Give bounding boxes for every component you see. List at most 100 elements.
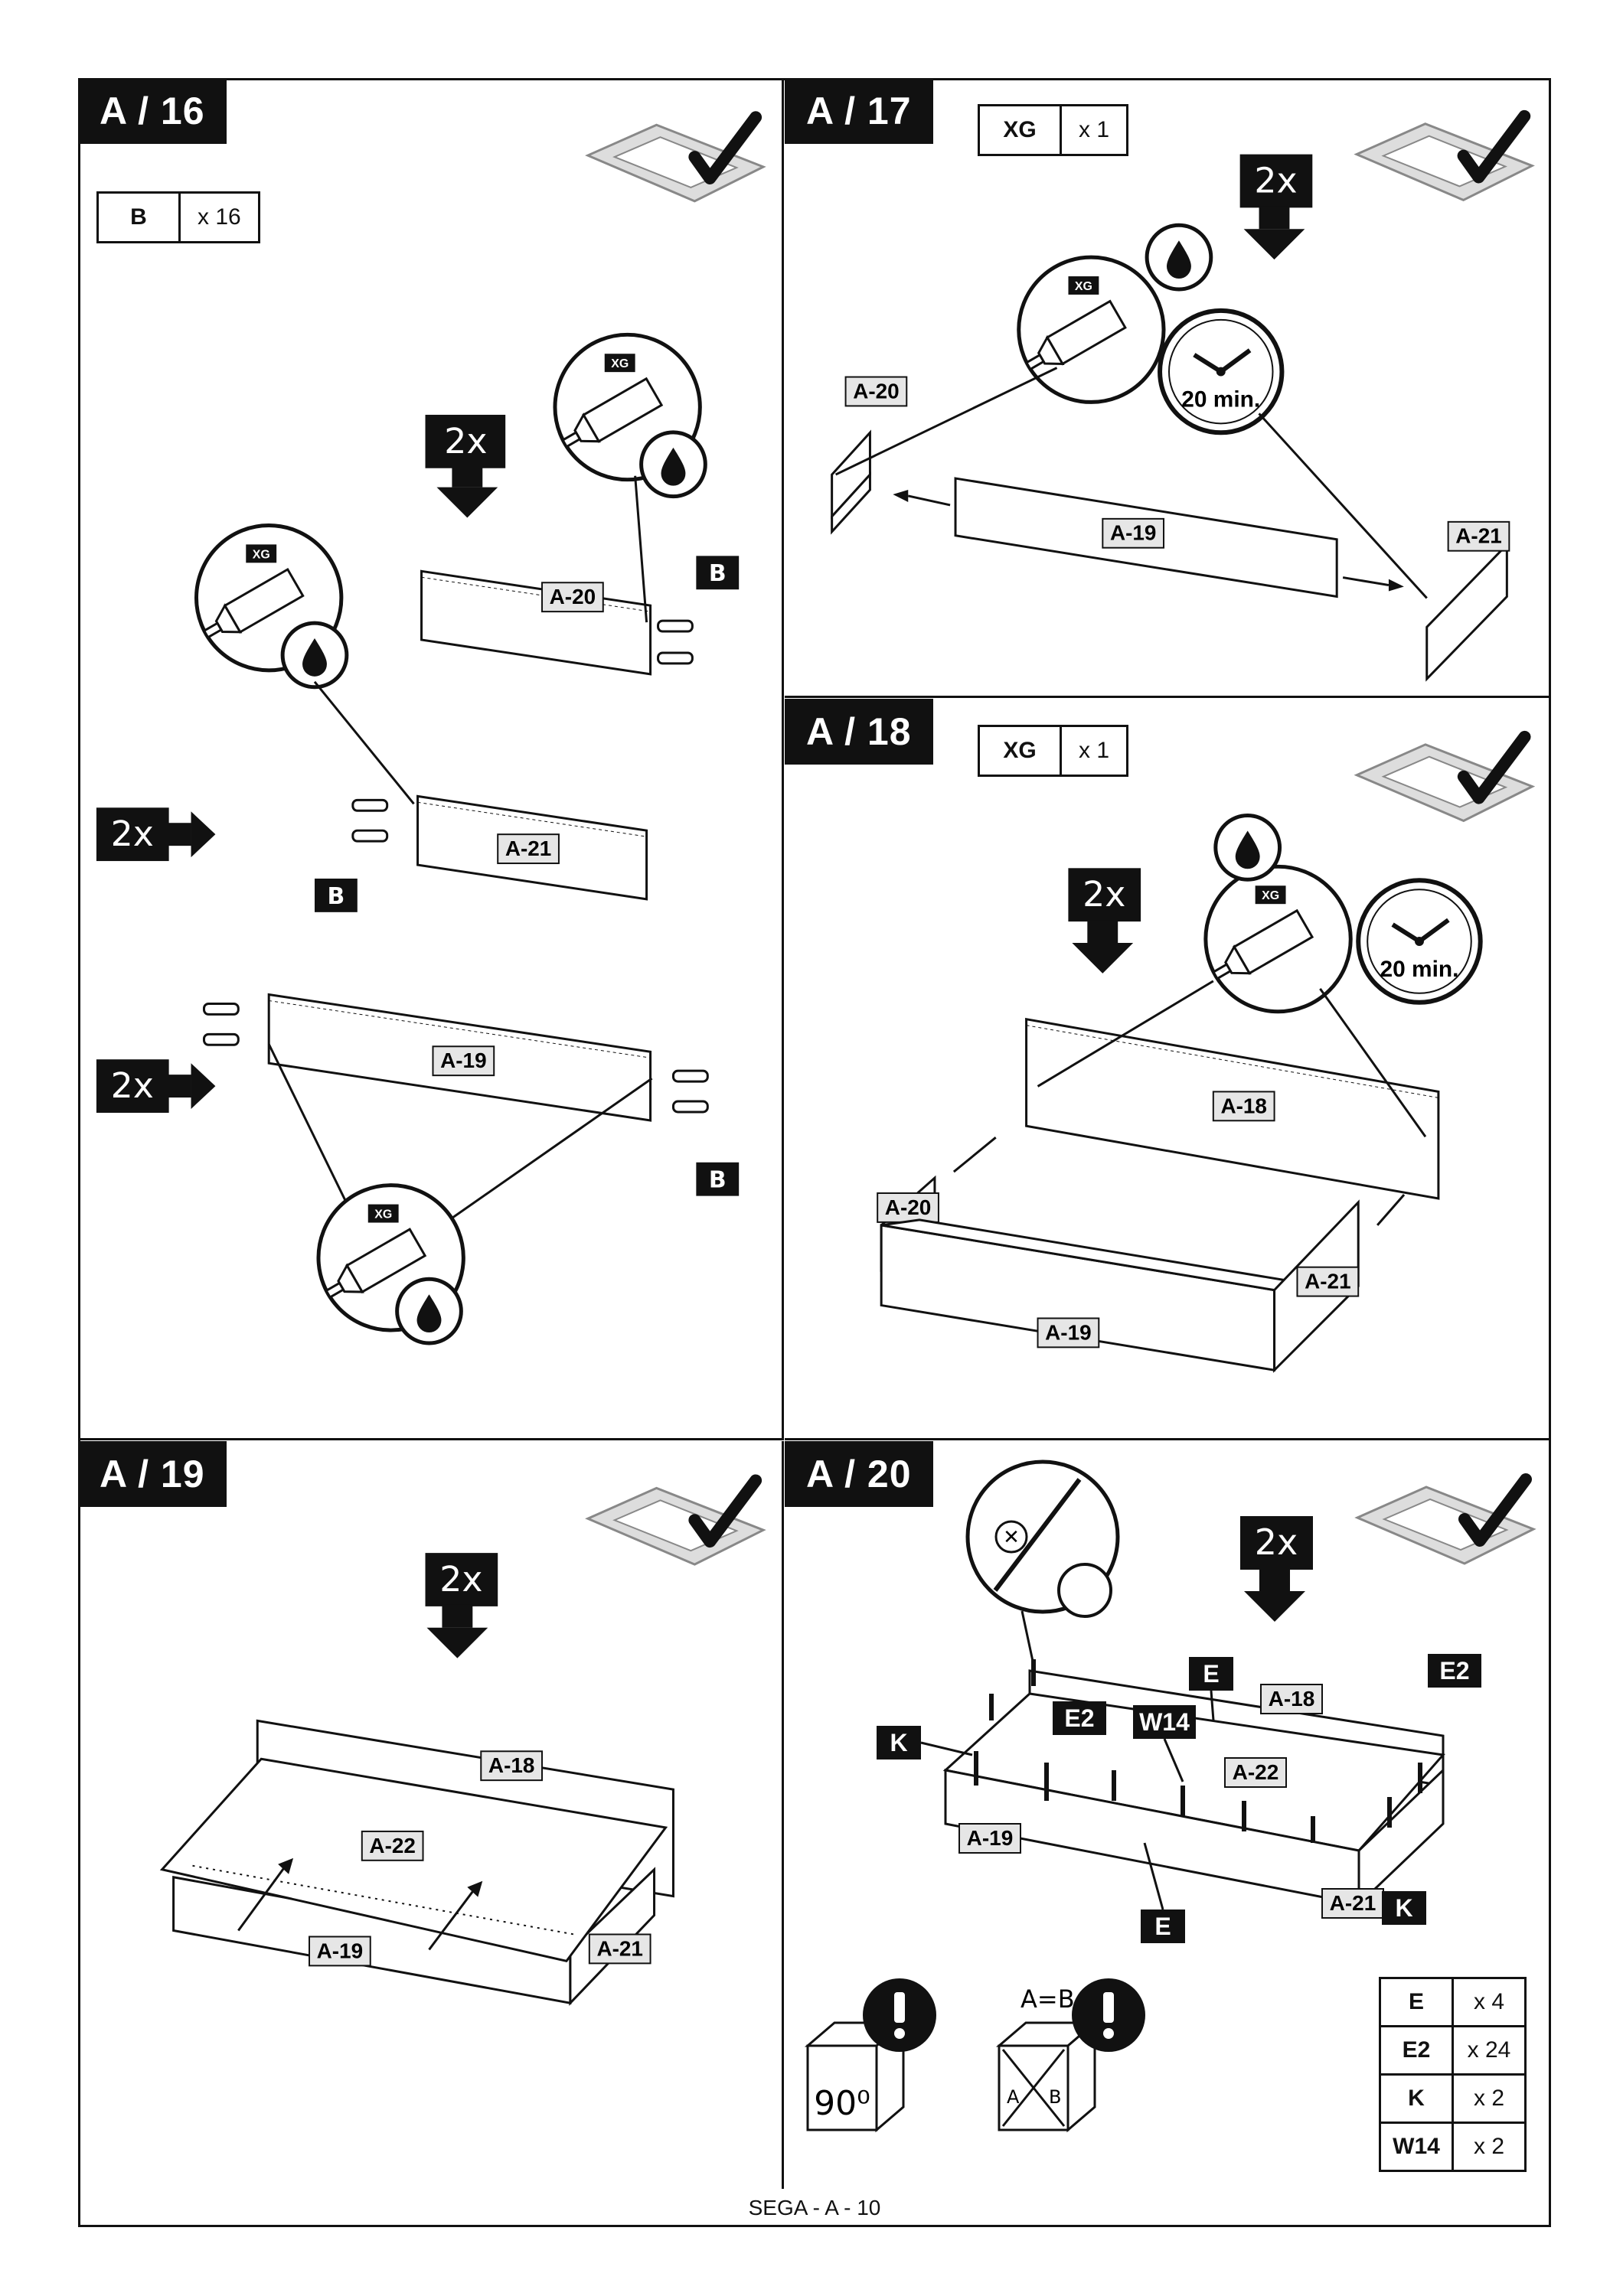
- clock-icon: [1358, 880, 1481, 1003]
- panel-label: A-19: [967, 1826, 1014, 1850]
- step-number: A / 17: [785, 78, 933, 144]
- arrow-down-icon: [426, 1604, 488, 1658]
- part-count: x 1: [1060, 727, 1126, 775]
- legend-code: E2: [1379, 2025, 1454, 2076]
- panel-label: A-18: [488, 1753, 534, 1777]
- drop-icon: [1147, 225, 1211, 289]
- panel-a19: A-19: [893, 477, 1404, 598]
- panel-label: A-20: [885, 1195, 932, 1219]
- panel-a21: A-21: [1321, 1767, 1445, 1919]
- panel-a18: A-18: [1025, 1017, 1440, 1200]
- panel-label: A-20: [853, 379, 899, 403]
- fitting-label: E2: [1439, 1657, 1469, 1684]
- step-a19: A / 19 2x A-18 A-19 A-21 A-22: [78, 1441, 784, 2189]
- panel-a19: A-19: [880, 1218, 1313, 1372]
- panel-label: A-21: [596, 1936, 642, 1960]
- fitting-label: E2: [1064, 1704, 1094, 1732]
- page-footer: SEGA - A - 10: [748, 2196, 881, 2219]
- step-number: A / 16: [78, 78, 227, 144]
- arrow-down-icon: [1243, 206, 1305, 260]
- step-number: A / 18: [785, 699, 933, 765]
- panel-a21: A-21: [1273, 1194, 1406, 1373]
- part-code: XG: [1003, 738, 1037, 763]
- step-number: A / 20: [785, 1441, 933, 1507]
- check-mat-icon: [1357, 1479, 1533, 1564]
- legend-code: E: [1379, 1977, 1454, 2027]
- part-code: XG: [1003, 117, 1037, 142]
- legend-code: K: [1379, 2073, 1454, 2124]
- arrow-down-icon: [436, 464, 498, 518]
- legend-count: x 2: [1452, 2122, 1527, 2172]
- fitting-label: E: [1203, 1660, 1219, 1688]
- multiplier: 2x: [439, 1558, 482, 1600]
- panel-label: A-19: [440, 1049, 486, 1072]
- step-number: A / 19: [78, 1441, 227, 1507]
- panel-label: A-19: [317, 1939, 363, 1962]
- equality-label: A=B: [1020, 1985, 1075, 2014]
- quantity-box: XG x 1: [978, 104, 1129, 156]
- glue-tube-icon: [1019, 257, 1164, 402]
- diagonal-check-diagram: A=B A B: [995, 1978, 1145, 2133]
- diag-label: B: [1049, 2086, 1061, 2108]
- panel-label: A-21: [1330, 1891, 1376, 1915]
- multiplier: 2x: [444, 420, 487, 461]
- panel-label: A-22: [1233, 1760, 1279, 1784]
- legend-count: x 2: [1452, 2073, 1527, 2124]
- glue-tube-icon: [1206, 866, 1350, 1011]
- panel-a22: A-22: [159, 1757, 668, 1963]
- panel-a20: A-20: [831, 376, 908, 535]
- multiplier: 2x: [111, 1065, 154, 1106]
- fitting-label: K: [890, 1729, 907, 1756]
- drop-icon: [1216, 816, 1280, 880]
- panel-label: A-18: [1269, 1687, 1315, 1711]
- square-check-diagram: 90⁰: [804, 1978, 936, 2133]
- part-count: x 1: [1060, 106, 1126, 154]
- panel-a21: A-21: [569, 1867, 656, 2006]
- step-a20: A / 20 2x ✕ A-18 A-22 A-19: [785, 1441, 1551, 2189]
- panel-label: A-19: [1110, 521, 1156, 545]
- step-a17: A / 17 XG x 1 2x A-20 A-19: [785, 78, 1551, 698]
- arrow-right-icon: [168, 811, 216, 858]
- part-count: x 16: [178, 194, 258, 241]
- dowel-label: B: [709, 560, 727, 587]
- panel-a19: A-19: [944, 1769, 1360, 1906]
- check-mat-icon: [1357, 116, 1532, 201]
- dowel-label: B: [709, 1167, 727, 1194]
- angle-label: 90⁰: [814, 2084, 870, 2123]
- svg-text:✕: ✕: [1003, 1526, 1020, 1549]
- multiplier: 2x: [1255, 1521, 1298, 1563]
- panel-label: A-21: [505, 837, 551, 860]
- check-mat-icon: [588, 117, 763, 201]
- quantity-box: B x 16: [96, 191, 260, 243]
- arrow-down-icon: [1072, 920, 1134, 974]
- diag-label: A: [1007, 2086, 1020, 2108]
- drop-icon: [397, 1279, 462, 1343]
- panel-a21: A-21 B: [314, 794, 648, 912]
- arrow-right-icon: [168, 1063, 216, 1110]
- legend-count: x 24: [1452, 2025, 1527, 2076]
- multiplier: 2x: [1254, 159, 1297, 201]
- panel-label: A-22: [369, 1834, 415, 1857]
- check-mat-icon: [1357, 737, 1532, 821]
- panel-a20: A-20 B: [420, 556, 740, 676]
- panel-label: A-20: [550, 585, 596, 608]
- panel-label: A-18: [1220, 1094, 1267, 1117]
- panel-label: A-21: [1455, 524, 1501, 548]
- arrow-down-icon: [1244, 1568, 1305, 1622]
- panel-label: A-21: [1305, 1270, 1351, 1293]
- warning-icon: [1072, 1978, 1145, 2052]
- dowel-label: B: [328, 883, 345, 910]
- step-a18: A / 18 XG x 1 2x A-18 A-20 A-19: [785, 699, 1551, 1440]
- legend-code: W14: [1379, 2122, 1454, 2172]
- screwdriver-icon: ✕: [965, 1459, 1120, 1665]
- legend-count: x 4: [1452, 1977, 1527, 2027]
- fitting-label: K: [1395, 1894, 1412, 1922]
- quantity-box: XG x 1: [978, 725, 1129, 777]
- fitting-label: E: [1154, 1913, 1171, 1940]
- part-code: B: [130, 204, 147, 230]
